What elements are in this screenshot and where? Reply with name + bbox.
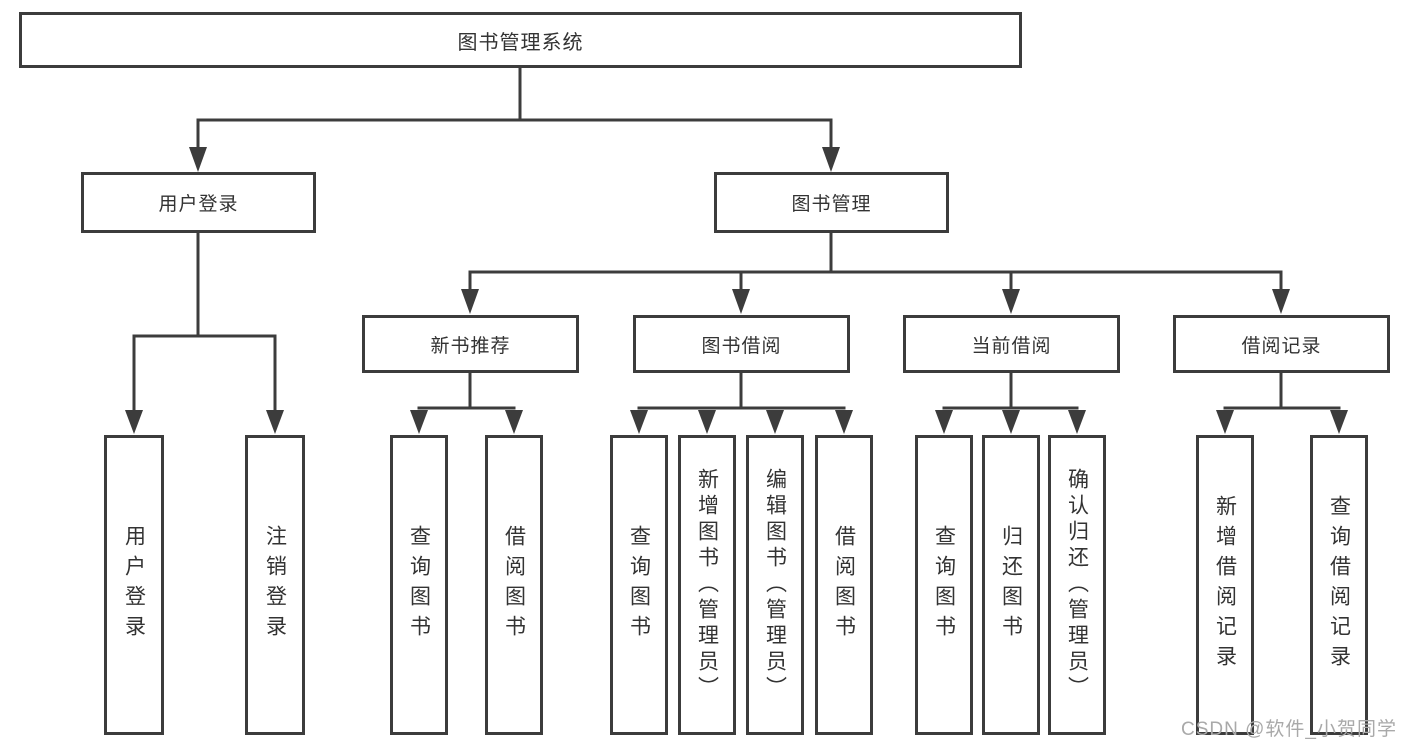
node-book-management: 图书管理 [714,172,949,233]
leaf-add-borrow-record: 新增借阅记录 [1196,435,1254,735]
node-current-borrow: 当前借阅 [903,315,1120,373]
leaf-borrow-borrow-books: 借阅图书 [815,435,873,735]
leaf-edit-book-admin: 编辑图书（管理员） [746,435,804,735]
csdn-watermark: CSDN @软件_小贺同学 [1181,719,1397,740]
leaf-query-borrow-record: 查询借阅记录 [1310,435,1368,735]
node-new-book-recommend: 新书推荐 [362,315,579,373]
leaf-add-book-admin: 新增图书（管理员） [678,435,736,735]
node-book-borrow: 图书借阅 [633,315,850,373]
leaf-logout: 注销登录 [245,435,305,735]
leaf-return-books: 归还图书 [982,435,1040,735]
node-user-login: 用户登录 [81,172,316,233]
node-root: 图书管理系统 [19,12,1022,68]
leaf-newbook-query-books: 查询图书 [390,435,448,735]
leaf-borrow-query-books: 查询图书 [610,435,668,735]
leaf-current-query-books: 查询图书 [915,435,973,735]
node-borrow-records: 借阅记录 [1173,315,1390,373]
leaf-newbook-borrow-books: 借阅图书 [485,435,543,735]
leaf-user-login: 用户登录 [104,435,164,735]
leaf-confirm-return-admin: 确认归还（管理员） [1048,435,1106,735]
